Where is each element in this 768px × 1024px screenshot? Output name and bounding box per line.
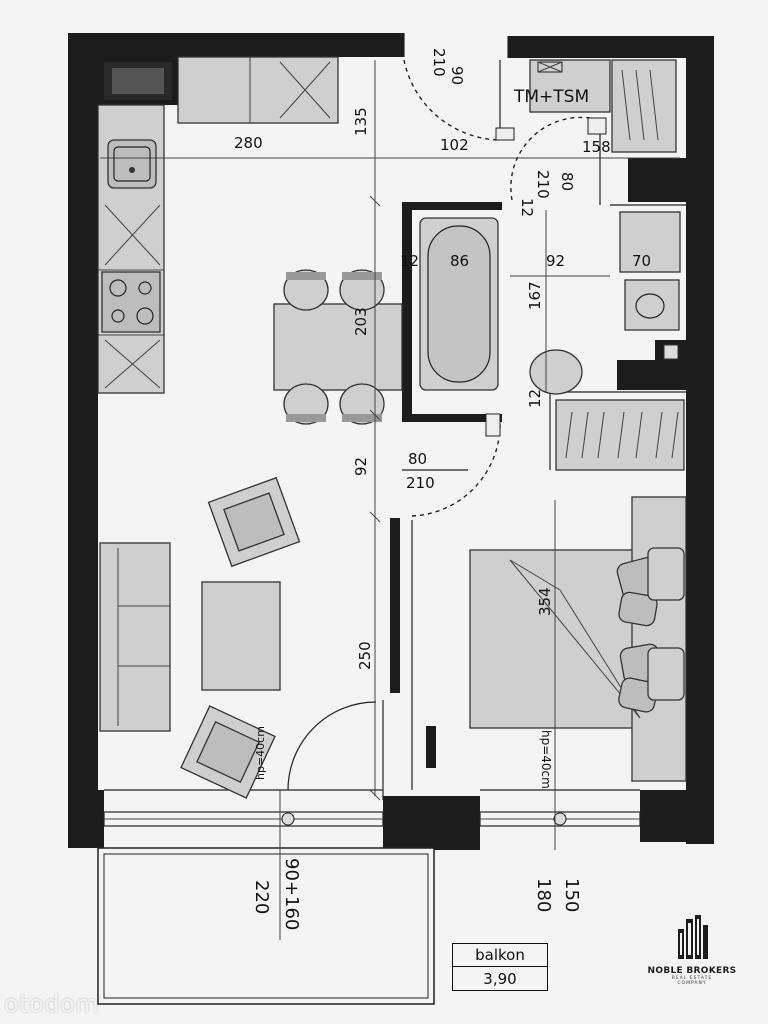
dim-150: 150 bbox=[561, 878, 582, 912]
bed-headboard bbox=[631, 496, 687, 782]
wall-small-post bbox=[426, 726, 436, 768]
wall-bath-bottom-block bbox=[617, 360, 657, 390]
balcony-area-box: balkon 3,90 bbox=[452, 943, 548, 991]
structure-lines bbox=[104, 33, 686, 791]
armchair-bottom bbox=[180, 705, 276, 799]
toilet-icon bbox=[624, 279, 680, 331]
washing-machine bbox=[619, 211, 681, 273]
bathroom bbox=[419, 211, 681, 395]
dim-250: 250 bbox=[356, 641, 374, 670]
dim-90-160: 90+160 bbox=[281, 858, 302, 930]
wall-left bbox=[68, 33, 98, 848]
pillow-icon bbox=[618, 591, 658, 627]
brand-logo: NOBLE BROKERS REAL ESTATE COMPANY bbox=[640, 915, 744, 986]
doors bbox=[287, 59, 607, 800]
kitchen bbox=[97, 56, 339, 394]
wall-top-right bbox=[508, 36, 698, 58]
wardrobe bbox=[555, 399, 685, 471]
wall-bath-left bbox=[402, 202, 412, 422]
dim-92-h: 92 bbox=[546, 252, 565, 270]
door-swing-entrance bbox=[403, 59, 501, 141]
dim-102: 102 bbox=[440, 136, 469, 154]
dim-167: 167 bbox=[526, 281, 544, 310]
door-swing-bathroom bbox=[510, 116, 591, 201]
wall-bath-bottom bbox=[402, 414, 502, 422]
dimension-labels: 280 135 90 210 102 158 80 210 12 12 86 9… bbox=[234, 48, 651, 930]
dim-86: 86 bbox=[450, 252, 469, 270]
dining-table bbox=[273, 303, 403, 391]
door-swing-bedroom bbox=[411, 421, 501, 517]
living-area bbox=[99, 476, 301, 799]
brand-subtitle-2: COMPANY bbox=[677, 981, 707, 986]
dim-210-right: 210 bbox=[534, 170, 552, 199]
dim-hp40-left: hp=40cm bbox=[254, 726, 267, 780]
dim-220: 220 bbox=[251, 880, 272, 914]
wall-top-left bbox=[74, 33, 404, 57]
armchair-top bbox=[207, 476, 301, 568]
utility-area bbox=[529, 59, 677, 153]
dim-158: 158 bbox=[582, 138, 611, 156]
washbasin-icon bbox=[529, 349, 583, 395]
dim-12-c: 12 bbox=[526, 389, 544, 408]
door-swing-balcony bbox=[287, 701, 377, 791]
balcony bbox=[97, 847, 435, 1005]
wardrobe-bedroom bbox=[555, 399, 685, 471]
dim-12-b: 12 bbox=[400, 252, 419, 270]
dim-135: 135 bbox=[352, 107, 370, 136]
dim-210-door: 210 bbox=[406, 474, 435, 492]
wall-right bbox=[686, 36, 714, 844]
dim-90: 90 bbox=[448, 66, 466, 85]
bed bbox=[469, 496, 687, 782]
tm-tsm-cabinet bbox=[529, 59, 611, 113]
wall-bedroom-partition bbox=[390, 518, 400, 693]
dim-280: 280 bbox=[234, 134, 263, 152]
dimension-lines bbox=[100, 60, 680, 940]
balcony-outline bbox=[97, 847, 435, 1005]
wall-bottom-right bbox=[640, 790, 714, 842]
label-tm-tsm: TM+TSM bbox=[513, 87, 589, 107]
sink-icon bbox=[107, 139, 157, 189]
wall-bottom-left bbox=[68, 790, 104, 848]
nightstand bbox=[647, 647, 685, 701]
wall-bath-corner bbox=[628, 158, 686, 202]
brand-name: NOBLE BROKERS bbox=[647, 966, 737, 976]
dim-92-v: 92 bbox=[352, 457, 370, 476]
dim-70: 70 bbox=[632, 252, 651, 270]
dim-hp40-right: hp=40cm bbox=[539, 730, 553, 789]
dim-80-door: 80 bbox=[408, 450, 427, 468]
dim-203: 203 bbox=[352, 307, 370, 336]
dim-210-top: 210 bbox=[430, 48, 448, 77]
coffee-table bbox=[201, 581, 281, 691]
building-logo-icon bbox=[678, 915, 708, 959]
dim-180: 180 bbox=[533, 878, 554, 912]
windows bbox=[103, 811, 641, 827]
balcony-area-value: 3,90 bbox=[483, 970, 517, 988]
wall-bottom-center bbox=[383, 796, 480, 850]
balcony-label: balkon bbox=[453, 944, 547, 967]
dim-80-right: 80 bbox=[558, 172, 576, 191]
wall-bath-top bbox=[402, 202, 502, 210]
sofa bbox=[99, 542, 171, 732]
otodom-watermark: otodom bbox=[4, 990, 100, 1018]
dining-set bbox=[273, 269, 403, 425]
dim-354: 354 bbox=[536, 587, 554, 616]
dim-12-a: 12 bbox=[518, 198, 536, 217]
kitchen-upper-counter bbox=[177, 56, 339, 124]
brand-subtitle: REAL ESTATE bbox=[671, 976, 713, 981]
cooktop-icon bbox=[101, 271, 161, 333]
nightstand bbox=[647, 547, 685, 601]
